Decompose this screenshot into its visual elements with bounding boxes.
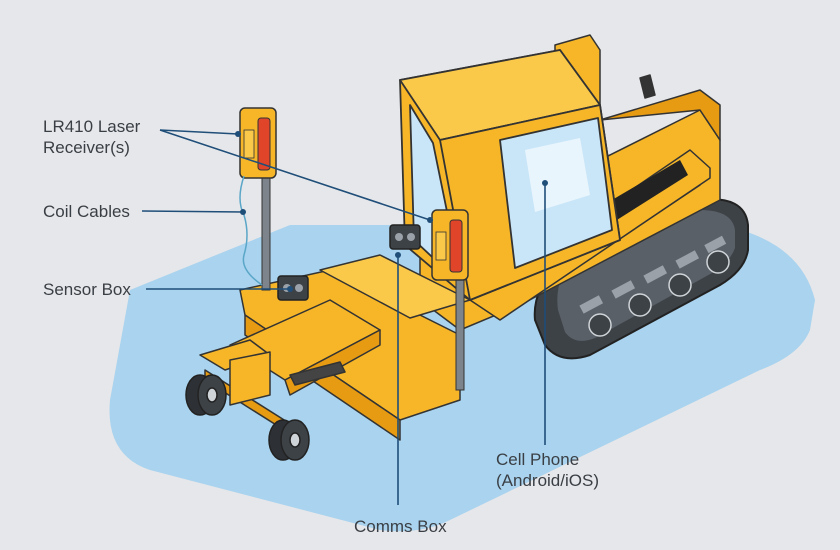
coil-cable [239, 175, 263, 286]
leader-receiver-right [159, 129, 431, 221]
laser-receiver-right [431, 209, 469, 281]
crawler-track [533, 198, 749, 360]
label-laser-receiver-line1: LR410 Laser [43, 117, 141, 136]
mast-left [261, 174, 271, 291]
label-sensor-box: Sensor Box [43, 280, 131, 299]
sensor-box [277, 275, 309, 301]
label-coil-cables: Coil Cables [43, 202, 130, 221]
caster-wheel-left [185, 374, 227, 416]
label-comms-box: Comms Box [354, 517, 447, 536]
label-cell-phone: Cell Phone (Android/iOS) [496, 449, 599, 491]
label-laser-receiver-line2: Receiver(s) [43, 138, 130, 157]
cab [399, 49, 621, 301]
label-laser-receiver: LR410 Laser Receiver(s) [43, 116, 140, 158]
label-cell-phone-line2: (Android/iOS) [496, 471, 599, 490]
caster-wheel-right [268, 419, 310, 461]
leader-coil-cables [141, 210, 244, 213]
leader-lines [141, 129, 548, 505]
comms-box [389, 224, 421, 250]
leader-receiver-left [159, 129, 239, 135]
blade-assembly [199, 254, 471, 441]
label-cell-phone-line1: Cell Phone [496, 450, 580, 469]
